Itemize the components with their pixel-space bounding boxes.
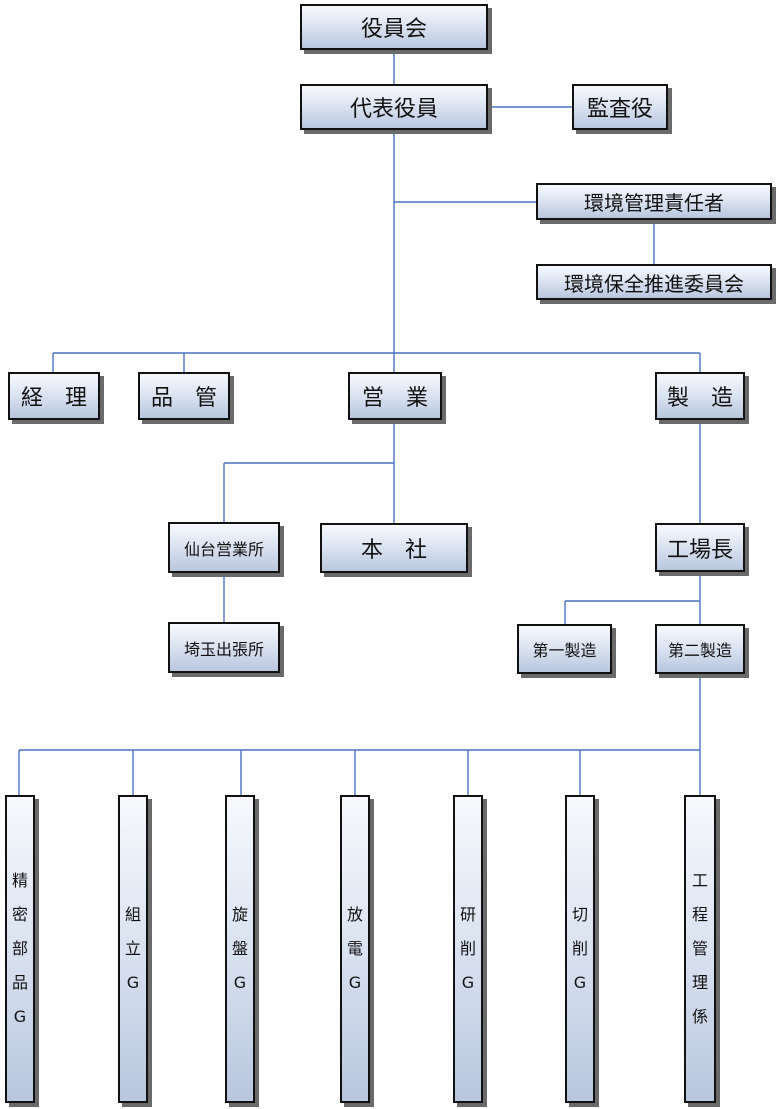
- factory-manager-label: 工場長: [666, 537, 733, 563]
- group-label-char: 立: [124, 939, 141, 958]
- group-label-char: 部: [11, 939, 28, 958]
- group-label: 工程管理係: [692, 864, 708, 1034]
- group-label-char: 理: [691, 973, 708, 992]
- group-label-char: 削: [571, 939, 588, 958]
- second-manufacturing-label: 第二製造: [667, 641, 732, 660]
- dept-manufacturing-box: 製 造: [655, 372, 745, 420]
- headquarters-label: 本 社: [360, 538, 427, 563]
- group-label-char: 品: [11, 973, 28, 992]
- board-box: 役員会: [300, 4, 488, 50]
- first-manufacturing-label: 第一製造: [532, 641, 597, 660]
- dept-quality-label: 品 管: [150, 386, 217, 411]
- representative-label: 代表役員: [349, 97, 438, 122]
- dept-accounting-box: 経 理: [8, 372, 100, 420]
- factory-manager-box: 工場長: [655, 523, 745, 572]
- representative-box: 代表役員: [300, 84, 488, 130]
- dept-accounting-label: 経 理: [20, 386, 87, 411]
- sendai-office-label: 仙台営業所: [183, 539, 264, 559]
- group-label-char: 研: [459, 905, 476, 924]
- group-label-char: G: [233, 973, 247, 992]
- headquarters-box: 本 社: [320, 523, 468, 573]
- group-label-char: 程: [691, 905, 708, 924]
- group-label-char: 係: [691, 1007, 708, 1026]
- auditor-box: 監査役: [572, 84, 668, 130]
- dept-sales-box: 営 業: [348, 372, 442, 420]
- group-label-char: 工: [691, 871, 708, 890]
- auditor-label: 監査役: [586, 97, 653, 122]
- group-label-char: 管: [691, 939, 708, 958]
- dept-manufacturing-label: 製 造: [666, 386, 733, 411]
- env-committee-box: 環境保全推進委員会: [536, 264, 772, 300]
- group-label-char: G: [126, 973, 140, 992]
- group-label-char: 組: [124, 905, 141, 924]
- group-label-char: 電: [346, 939, 363, 958]
- first-manufacturing-box: 第一製造: [517, 624, 612, 674]
- second-manufacturing-box: 第二製造: [655, 624, 745, 674]
- saitama-office-label: 埼玉出張所: [183, 639, 264, 659]
- dept-sales-label: 営 業: [361, 386, 428, 411]
- group-label-char: 精: [11, 871, 28, 890]
- saitama-office-box: 埼玉出張所: [168, 622, 280, 673]
- group-label-char: 旋: [231, 905, 248, 924]
- env-committee-label: 環境保全推進委員会: [564, 271, 744, 296]
- group-label-char: 盤: [231, 939, 248, 958]
- sendai-office-box: 仙台営業所: [168, 522, 280, 573]
- env-manager-box: 環境管理責任者: [536, 183, 772, 220]
- env-manager-label: 環境管理責任者: [584, 191, 724, 215]
- group-box-process-control: 工程管理係: [684, 795, 716, 1103]
- group-label-char: G: [13, 1007, 27, 1026]
- group-label-char: 密: [11, 905, 28, 924]
- group-label-char: G: [348, 973, 362, 992]
- dept-quality-box: 品 管: [138, 372, 230, 420]
- group-label-char: 削: [459, 939, 476, 958]
- board-label: 役員会: [360, 17, 427, 42]
- group-label-char: 切: [571, 905, 588, 924]
- group-label-char: G: [461, 973, 475, 992]
- group-label-char: G: [573, 973, 587, 992]
- group-label-char: 放: [346, 905, 363, 924]
